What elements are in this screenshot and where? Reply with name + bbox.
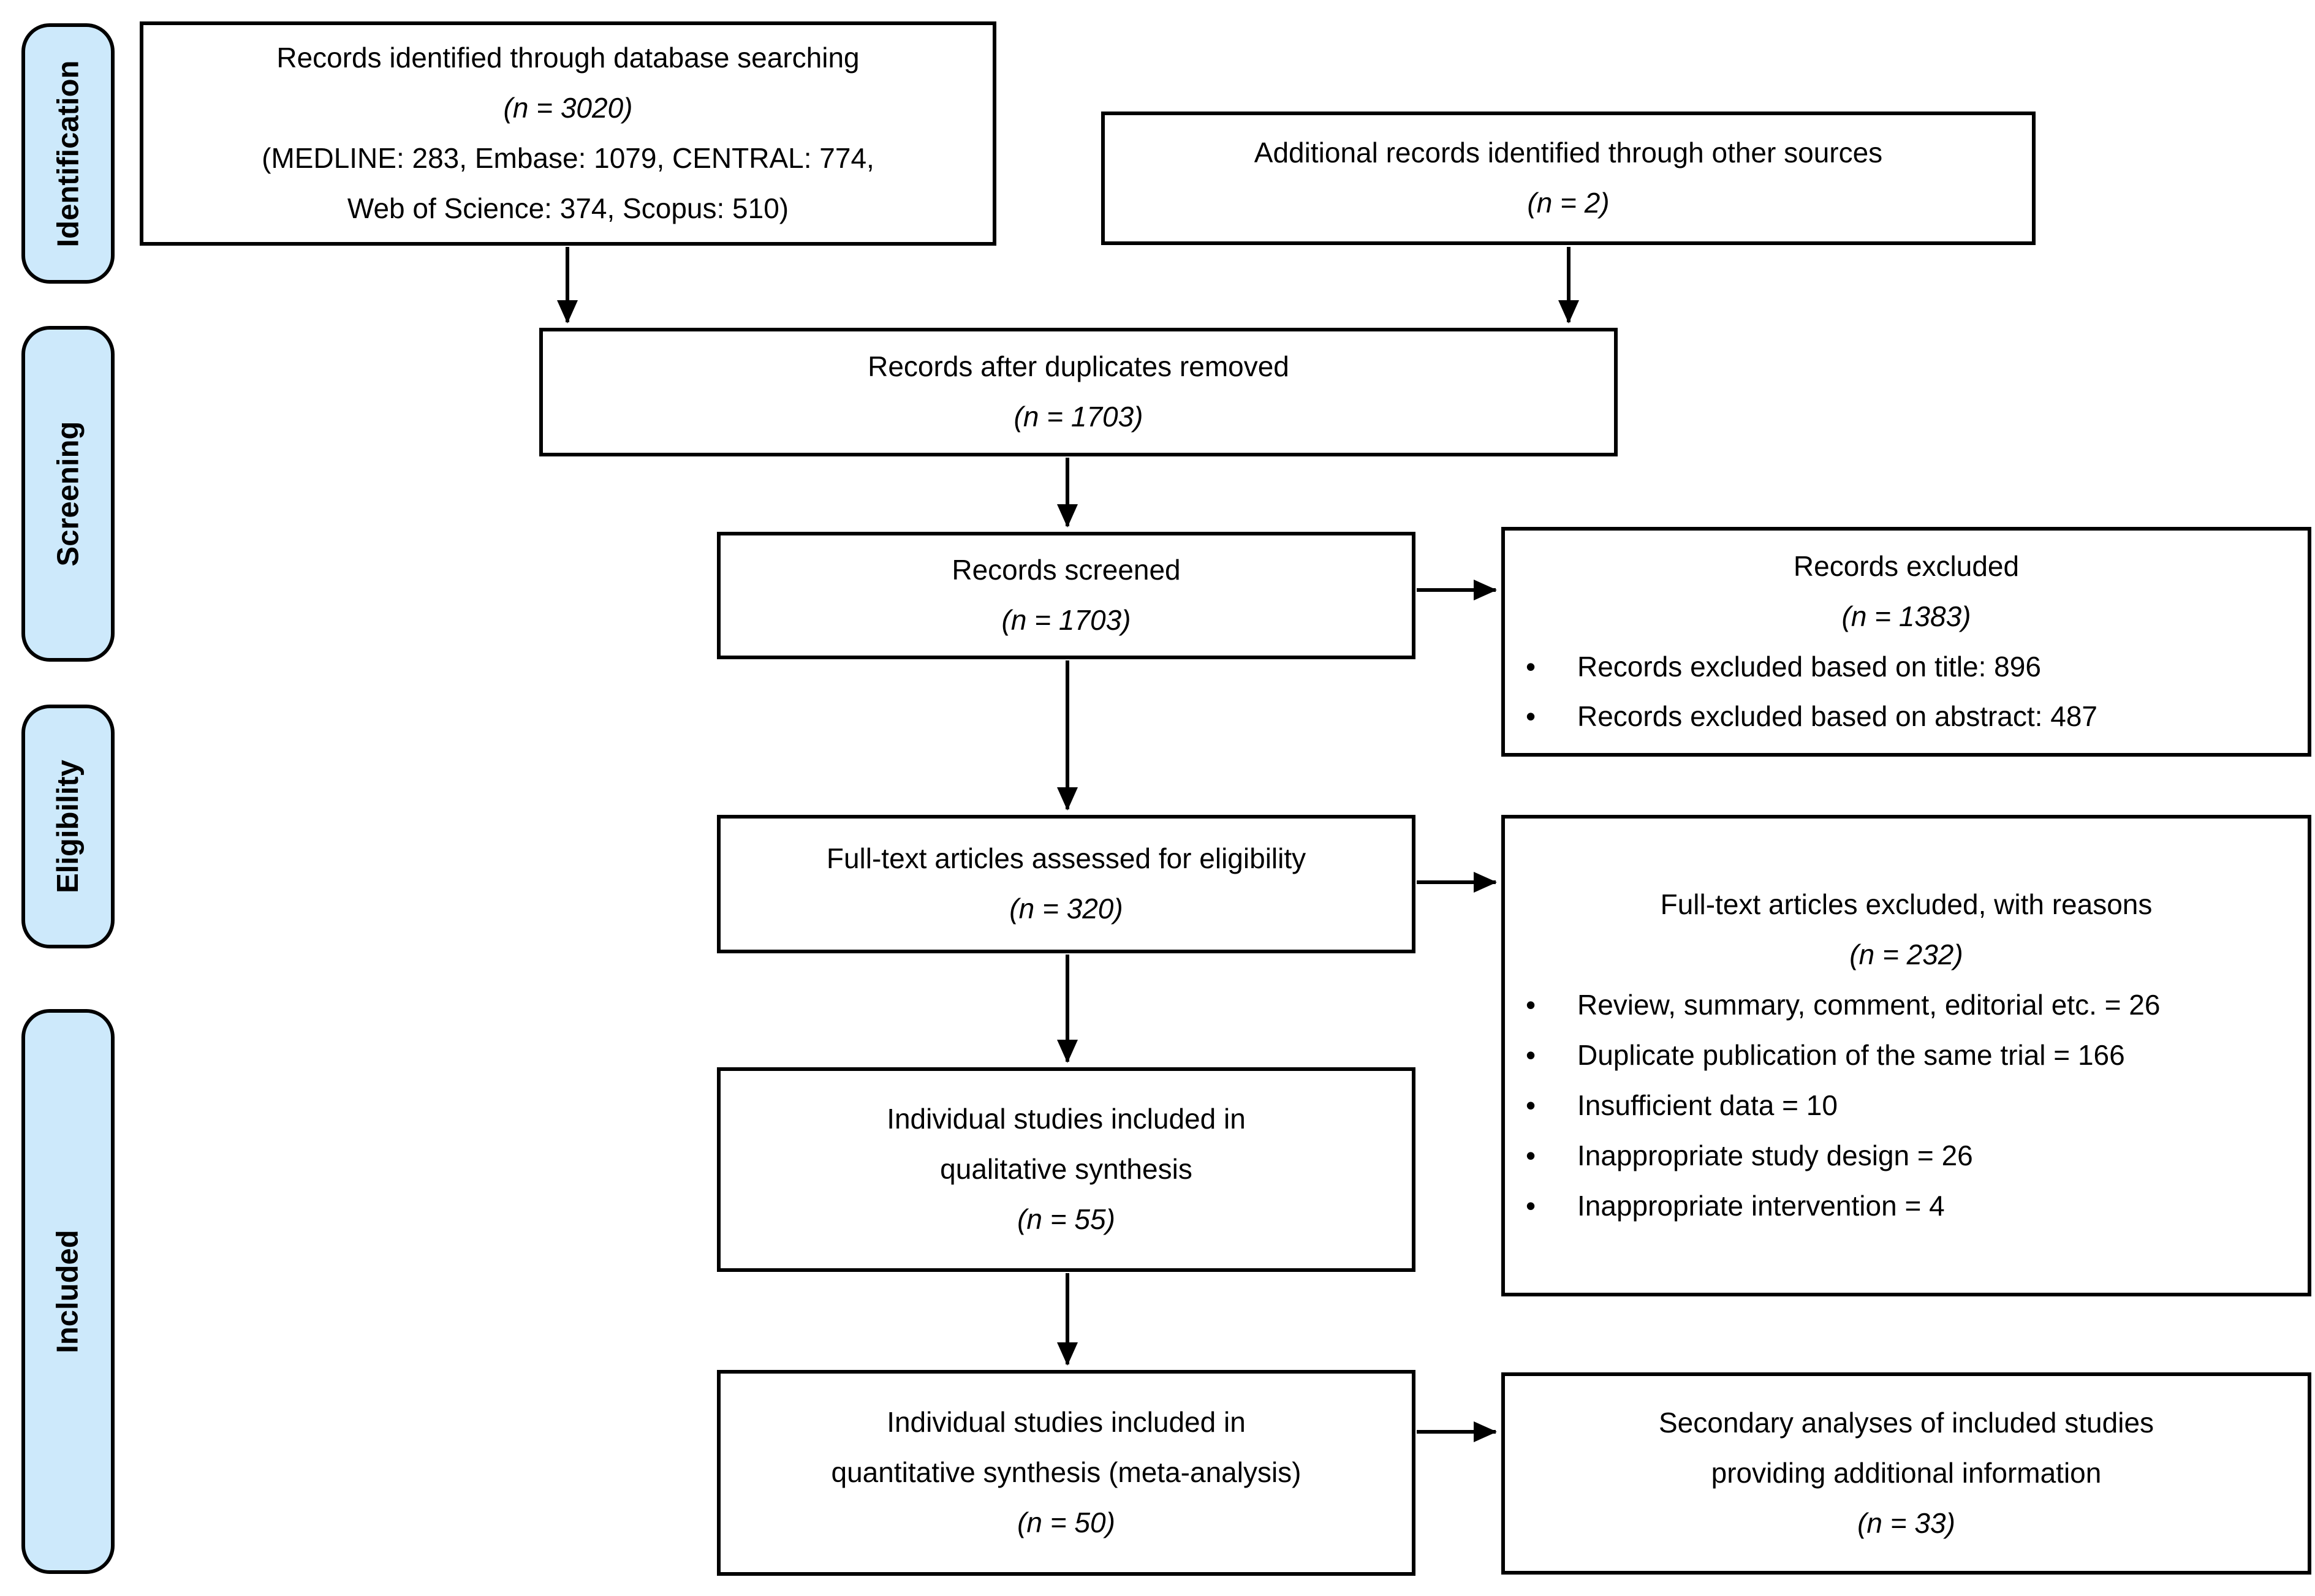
fulltext-excluded-list: Review, summary, comment, editorial etc.…: [1505, 980, 2308, 1231]
stage-screening-label: Screening: [51, 421, 85, 567]
additional-records-n: (n = 2): [1527, 187, 1610, 219]
stage-included: Included: [21, 1009, 115, 1574]
secondary-title-1: Secondary analyses of included studies: [1658, 1407, 2154, 1439]
qualitative-title-2: qualitative synthesis: [940, 1153, 1192, 1186]
records-identified-detail-2: Web of Science: 374, Scopus: 510): [347, 192, 789, 224]
box-records-screened: Records screened (n = 1703): [717, 532, 1415, 659]
stage-identification: Identification: [21, 23, 115, 284]
stage-included-label: Included: [51, 1230, 85, 1353]
quantitative-n: (n = 50): [1017, 1506, 1115, 1538]
secondary-title-2: providing additional information: [1711, 1457, 2102, 1489]
box-duplicates-removed: Records after duplicates removed (n = 17…: [539, 328, 1618, 456]
box-records-excluded: Records excluded (n = 1383) Records excl…: [1501, 527, 2311, 757]
box-secondary-analyses: Secondary analyses of included studies p…: [1501, 1372, 2311, 1575]
duplicates-removed-n: (n = 1703): [1014, 401, 1143, 433]
fulltext-excluded-item: Inappropriate study design = 26: [1505, 1131, 2179, 1181]
quantitative-title-2: quantitative synthesis (meta-analysis): [831, 1456, 1301, 1489]
qualitative-n: (n = 55): [1017, 1203, 1115, 1235]
stage-identification-label: Identification: [51, 60, 85, 247]
stage-screening: Screening: [21, 326, 115, 662]
qualitative-title-1: Individual studies included in: [887, 1103, 1246, 1135]
fulltext-excluded-title: Full-text articles excluded, with reason…: [1660, 888, 2153, 921]
records-excluded-n: (n = 1383): [1841, 600, 1971, 632]
fulltext-excluded-n: (n = 232): [1849, 939, 1963, 971]
box-additional-records: Additional records identified through ot…: [1101, 112, 2036, 245]
additional-records-title: Additional records identified through ot…: [1254, 137, 1883, 169]
stage-eligibility-label: Eligibility: [51, 760, 85, 893]
fulltext-excluded-item: Inappropriate intervention = 4: [1505, 1181, 2179, 1231]
fulltext-excluded-item: Duplicate publication of the same trial …: [1505, 1031, 2179, 1081]
box-records-identified: Records identified through database sear…: [140, 21, 996, 246]
box-qualitative-synthesis: Individual studies included in qualitati…: [717, 1067, 1415, 1272]
box-fulltext-excluded: Full-text articles excluded, with reason…: [1501, 815, 2311, 1296]
box-fulltext-assessed: Full-text articles assessed for eligibil…: [717, 815, 1415, 953]
quantitative-title-1: Individual studies included in: [887, 1406, 1246, 1439]
duplicates-removed-title: Records after duplicates removed: [868, 350, 1289, 383]
records-excluded-item: Records excluded based on abstract: 487: [1505, 692, 2289, 742]
secondary-n: (n = 33): [1857, 1507, 1955, 1539]
records-excluded-item: Records excluded based on title: 896: [1505, 642, 2289, 692]
fulltext-excluded-item: Insufficient data = 10: [1505, 1081, 2179, 1131]
records-excluded-title: Records excluded: [1793, 550, 2020, 582]
records-screened-n: (n = 1703): [1001, 604, 1131, 636]
stage-eligibility: Eligibility: [21, 705, 115, 948]
records-identified-detail-1: (MEDLINE: 283, Embase: 1079, CENTRAL: 77…: [262, 142, 874, 174]
records-excluded-list: Records excluded based on title: 896 Rec…: [1505, 642, 2308, 743]
records-identified-title: Records identified through database sear…: [276, 42, 860, 74]
box-quantitative-synthesis: Individual studies included in quantitat…: [717, 1370, 1415, 1576]
records-screened-title: Records screened: [952, 554, 1181, 586]
fulltext-assessed-title: Full-text articles assessed for eligibil…: [826, 842, 1306, 875]
fulltext-assessed-n: (n = 320): [1009, 893, 1123, 925]
fulltext-excluded-item: Review, summary, comment, editorial etc.…: [1505, 980, 2179, 1031]
records-identified-n: (n = 3020): [503, 92, 633, 124]
